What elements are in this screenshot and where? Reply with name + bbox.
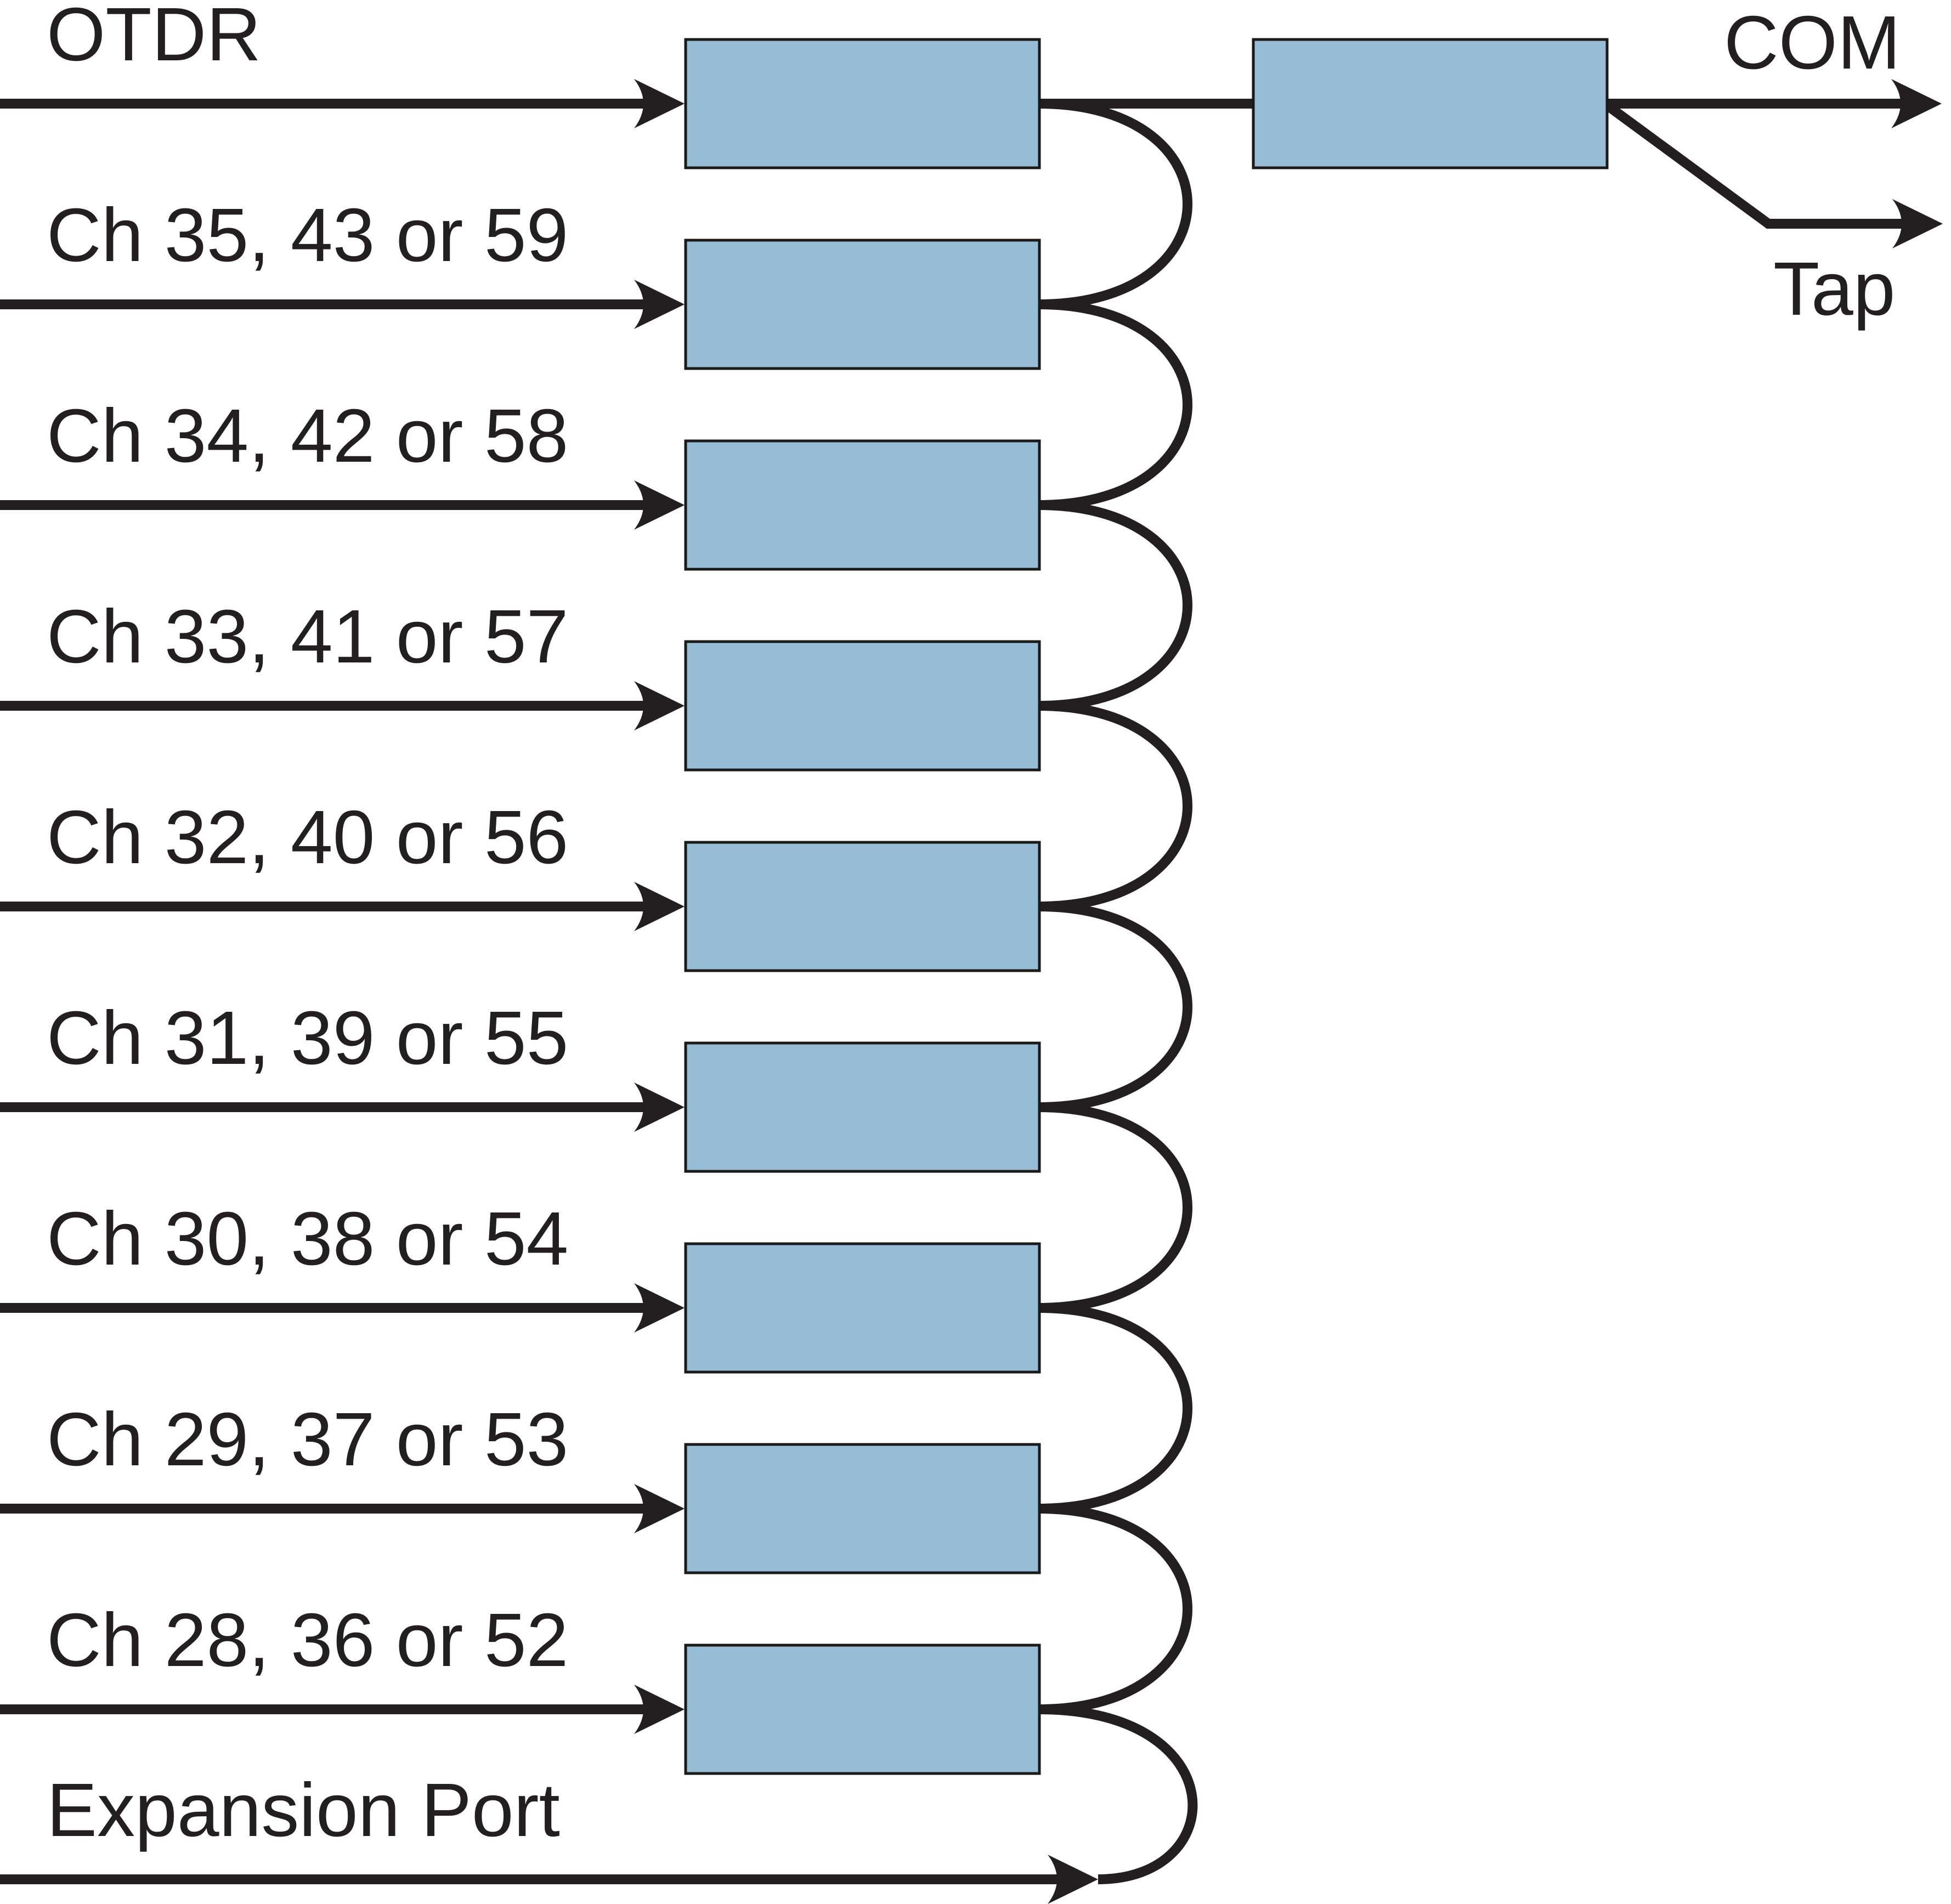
filter-module-box	[684, 1443, 1041, 1574]
filter-module-box	[684, 38, 1041, 169]
cascade-arc	[1039, 500, 1192, 711]
filter-module-box	[684, 239, 1041, 370]
input-label-ch-28-36-52: Ch 28, 36 or 52	[47, 1598, 569, 1682]
output-label-com: COM	[1724, 1, 1901, 85]
output-label-tap: Tap	[1773, 247, 1896, 331]
filter-module-box	[684, 640, 1041, 772]
filter-module-box	[684, 1041, 1041, 1173]
input-label-ch-33-41-57: Ch 33, 41 or 57	[47, 594, 569, 679]
filter-module-box	[684, 1242, 1041, 1374]
cascade-arc	[1039, 701, 1192, 911]
input-label-ch-29-37-53: Ch 29, 37 or 53	[47, 1397, 569, 1482]
wires	[0, 99, 1903, 1884]
cascade-arc	[1039, 1504, 1192, 1714]
input-label-ch-35-43-59: Ch 35, 43 or 59	[47, 193, 569, 277]
input-label-ch-31-39-55: Ch 31, 39 or 55	[47, 996, 569, 1080]
input-label-expansion-port: Expansion Port	[47, 1768, 560, 1852]
input-label-ch-32-40-56: Ch 32, 40 or 56	[47, 795, 569, 880]
cascade-arc	[1039, 299, 1192, 510]
input-label-ch-30-38-54: Ch 30, 38 or 54	[47, 1197, 569, 1281]
cascade-arc	[1039, 1303, 1192, 1514]
filter-module-box	[684, 1644, 1041, 1775]
modules	[684, 38, 1609, 1775]
input-label-ch-34-42-58: Ch 34, 42 or 58	[47, 394, 569, 478]
input-label-otdr: OTDR	[47, 0, 261, 77]
tap-output-line	[1604, 101, 1903, 229]
filter-module-box	[684, 439, 1041, 571]
cascade-arc	[1039, 1102, 1192, 1313]
filter-module-box	[684, 841, 1041, 972]
cascade-arc	[1039, 902, 1192, 1112]
cascade-arc	[1039, 99, 1192, 309]
tap-coupler-box	[1252, 38, 1609, 169]
expansion-arc	[1039, 1704, 1198, 1884]
